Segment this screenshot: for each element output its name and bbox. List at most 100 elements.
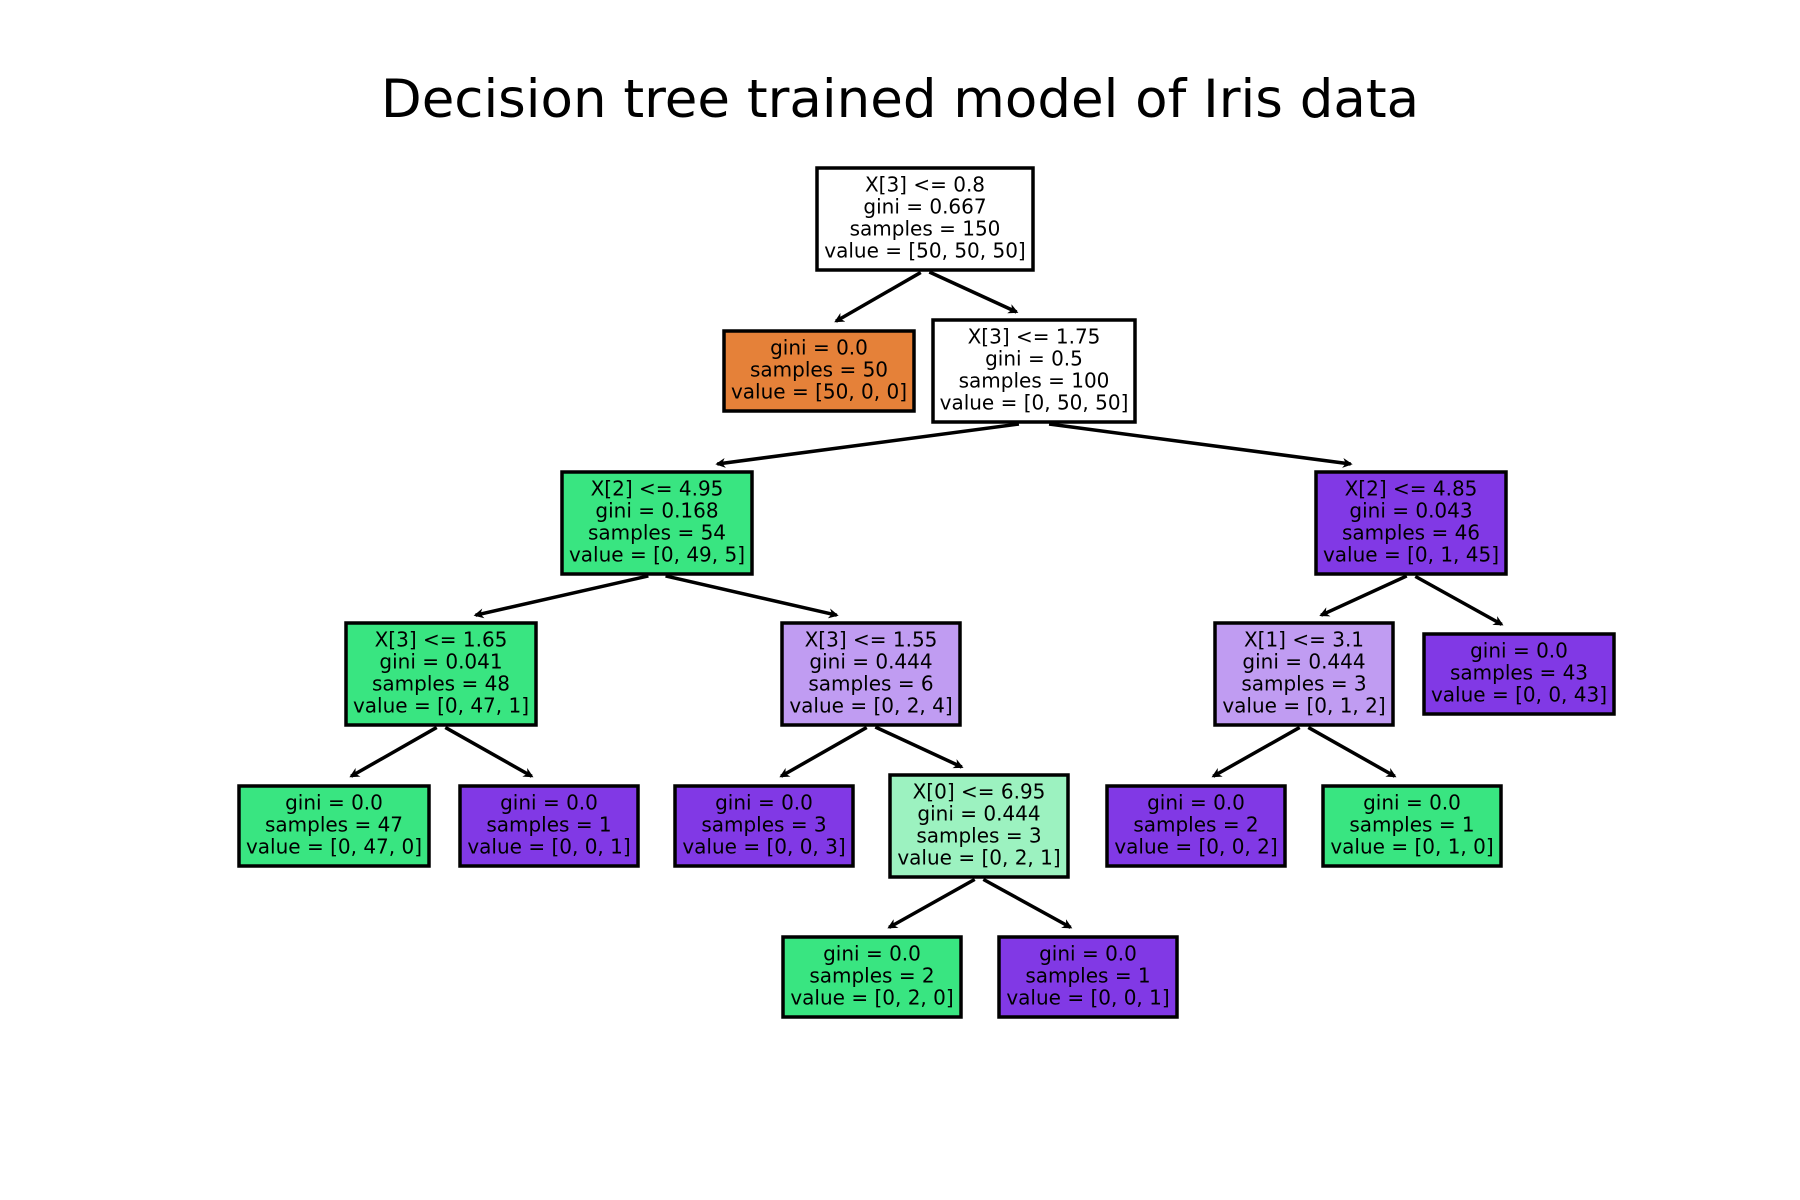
- node-box: [344, 621, 538, 727]
- node-label: value = [0, 2, 1]: [897, 846, 1060, 870]
- edge-n12-n15: [887, 877, 976, 929]
- node-label: gini = 0.0: [1470, 639, 1568, 663]
- node-label: gini = 0.0: [823, 942, 921, 966]
- node-label: value = [0, 1, 45]: [1323, 543, 1499, 567]
- edge-n2-n4: [1048, 422, 1353, 468]
- node-label: samples = 6: [808, 672, 933, 696]
- edge-n2-n3: [715, 422, 1020, 468]
- node-label: gini = 0.5: [985, 347, 1083, 371]
- node-label: value = [0, 50, 50]: [940, 391, 1129, 415]
- node-label: gini = 0.0: [1147, 791, 1245, 815]
- node-label: value = [0, 1, 2]: [1222, 694, 1385, 718]
- node-label: value = [50, 50, 50]: [824, 239, 1025, 263]
- node-box: [1105, 784, 1287, 868]
- node-label: gini = 0.0: [500, 791, 598, 815]
- edge-n5-n9: [349, 725, 438, 778]
- node-label: samples = 3: [916, 824, 1041, 848]
- node-label: samples = 48: [372, 672, 510, 696]
- node-label: samples = 46: [1342, 521, 1480, 545]
- node-label: X[3] <= 1.75: [968, 325, 1101, 349]
- node-box: [1213, 621, 1395, 727]
- node-label: value = [0, 0, 1]: [1006, 986, 1169, 1010]
- node-label: value = [0, 2, 0]: [790, 986, 953, 1010]
- edge-n3-n6: [665, 574, 839, 619]
- node-label: X[1] <= 3.1: [1244, 628, 1364, 652]
- node-label: samples = 47: [265, 813, 403, 837]
- edge-n0-n1: [834, 270, 922, 323]
- edge-n5-n10: [444, 725, 534, 778]
- edge-n0-n2: [928, 270, 1019, 314]
- node-label: gini = 0.0: [770, 336, 868, 360]
- node-label: X[3] <= 1.55: [805, 628, 938, 652]
- edge-n6-n11: [779, 725, 868, 778]
- node-label: samples = 43: [1450, 661, 1588, 685]
- node-box: [815, 166, 1035, 272]
- node-label: X[3] <= 0.8: [865, 173, 985, 197]
- edge-n7-n14: [1307, 725, 1397, 778]
- node-box: [1321, 784, 1503, 868]
- node-label: samples = 3: [1241, 672, 1366, 696]
- node-label: gini = 0.041: [379, 650, 502, 674]
- node-label: samples = 1: [1025, 964, 1150, 988]
- node-label: value = [50, 0, 0]: [731, 380, 907, 404]
- node-label: value = [0, 0, 1]: [467, 835, 630, 859]
- node-label: samples = 2: [809, 964, 934, 988]
- node-label: gini = 0.0: [285, 791, 383, 815]
- edge-n4-n8: [1414, 574, 1504, 626]
- node-label: X[2] <= 4.85: [1345, 477, 1478, 501]
- node-label: gini = 0.667: [863, 195, 986, 219]
- node-label: gini = 0.0: [1039, 942, 1137, 966]
- node-box: [1422, 632, 1616, 716]
- node-label: samples = 1: [1349, 813, 1474, 837]
- node-label: X[0] <= 6.95: [913, 780, 1046, 804]
- node-label: value = [0, 47, 0]: [246, 835, 422, 859]
- edge-n4-n7: [1319, 574, 1408, 617]
- node-label: gini = 0.0: [1363, 791, 1461, 815]
- node-label: gini = 0.0: [715, 791, 813, 815]
- node-label: samples = 100: [959, 369, 1110, 393]
- edge-n6-n12: [874, 725, 964, 769]
- node-box: [997, 935, 1179, 1019]
- node-box: [673, 784, 855, 868]
- node-box: [458, 784, 640, 868]
- node-label: samples = 50: [750, 358, 888, 382]
- chart-title: Decision tree trained model of Iris data: [380, 69, 1420, 130]
- node-box: [560, 470, 754, 576]
- edge-n7-n13: [1211, 725, 1301, 778]
- node-label: value = [0, 0, 3]: [682, 835, 845, 859]
- node-label: value = [0, 47, 1]: [353, 694, 529, 718]
- node-label: samples = 150: [850, 217, 1001, 241]
- node-box: [722, 329, 916, 413]
- node-label: gini = 0.444: [917, 802, 1040, 826]
- node-label: samples = 1: [486, 813, 611, 837]
- node-label: value = [0, 1, 0]: [1330, 835, 1493, 859]
- node-label: samples = 54: [588, 521, 726, 545]
- node-label: gini = 0.444: [809, 650, 932, 674]
- node-box: [1314, 470, 1508, 576]
- node-box: [237, 784, 431, 868]
- node-label: samples = 2: [1133, 813, 1258, 837]
- node-box: [781, 935, 963, 1019]
- node-label: value = [0, 2, 4]: [789, 694, 952, 718]
- node-label: gini = 0.168: [595, 499, 718, 523]
- node-label: value = [0, 0, 43]: [1431, 683, 1607, 707]
- node-label: samples = 3: [701, 813, 826, 837]
- node-box: [780, 621, 962, 727]
- edge-n12-n16: [982, 877, 1073, 929]
- node-label: gini = 0.043: [1349, 499, 1472, 523]
